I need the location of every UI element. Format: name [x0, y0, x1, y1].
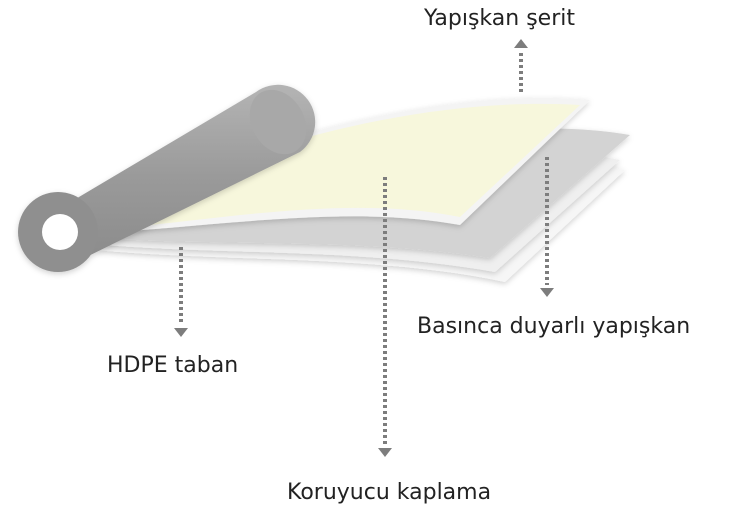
callout-arrows: [179, 50, 549, 445]
roll-core-hole: [42, 214, 78, 250]
label-protective-coating: Koruyucu kaplama: [287, 480, 492, 505]
label-adhesive-strip: Yapışkan şerit: [424, 6, 575, 31]
top-coating-layer: [102, 103, 580, 230]
arrowhead-down-icon: [174, 328, 188, 337]
arrowhead-down-icon: [540, 288, 554, 297]
arrowhead-down-icon: [378, 448, 392, 457]
roll: [18, 84, 316, 272]
arrow-heads: [174, 39, 554, 457]
arrowhead-up-icon: [514, 39, 528, 48]
label-pressure-sensitive-adhesive: Basınca duyarlı yapışkan: [417, 314, 691, 339]
label-hdpe-base: HDPE taban: [107, 353, 239, 378]
